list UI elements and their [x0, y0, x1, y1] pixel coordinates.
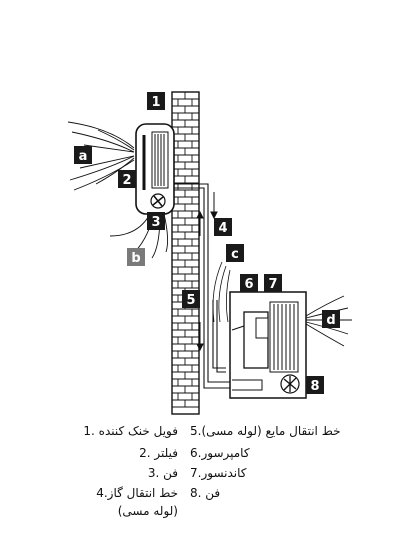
legend-item-6: 6.کامپرسور — [190, 446, 250, 460]
legend-item-4: خط انتقال گاز.4 — [96, 486, 178, 500]
marker-4-label: 4 — [218, 221, 227, 236]
legend-item-5: 5.خط انتقال مایع (لوله مسی) — [190, 424, 341, 438]
outdoor-unit — [229, 291, 307, 399]
condenser-coil — [269, 301, 299, 373]
indoor-unit — [135, 123, 175, 215]
marker-c: c — [226, 244, 244, 262]
marker-7-label: 7 — [268, 277, 277, 292]
legend-item-4-note: (لوله مسی) — [117, 504, 178, 518]
marker-b: b — [127, 248, 145, 266]
pipe-airflow-lines — [212, 261, 231, 323]
air-inflow-lines — [67, 121, 135, 191]
marker-1-label: 1 — [151, 95, 160, 110]
marker-5-label: 5 — [186, 293, 195, 308]
marker-a-label: a — [79, 149, 88, 164]
compressor — [231, 311, 269, 369]
marker-4: 4 — [214, 218, 232, 236]
marker-a: a — [74, 146, 92, 164]
marker-b-label: b — [131, 251, 140, 266]
refrigerant-pipes — [174, 183, 232, 389]
marker-2: 2 — [118, 170, 136, 188]
marker-d-label: d — [326, 313, 335, 328]
outdoor-fan-icon — [280, 374, 300, 394]
marker-6: 6 — [240, 274, 258, 292]
indoor-fan-icon — [150, 193, 166, 209]
marker-6-label: 6 — [244, 277, 253, 292]
marker-7: 7 — [264, 274, 282, 292]
legend-item-1: فویل خنک کننده .1 — [83, 424, 178, 438]
flow-arrows — [196, 192, 218, 352]
brick-wall — [171, 91, 200, 415]
marker-8: 8 — [306, 376, 324, 394]
marker-8-label: 8 — [310, 379, 319, 394]
marker-c-label: c — [231, 247, 239, 262]
marker-5: 5 — [182, 290, 200, 308]
legend-item-7: 7.کاندنسور — [190, 466, 247, 480]
legend-item-3: فن .3 — [147, 466, 178, 480]
legend-item-2: فیلتر .2 — [139, 446, 178, 460]
cooling-coil — [151, 131, 169, 189]
marker-3: 3 — [147, 212, 165, 230]
legend-item-8: 8. فن — [190, 486, 221, 500]
marker-2-label: 2 — [122, 173, 131, 188]
marker-3-label: 3 — [151, 215, 160, 230]
marker-d: d — [322, 310, 340, 328]
marker-1: 1 — [147, 92, 165, 110]
